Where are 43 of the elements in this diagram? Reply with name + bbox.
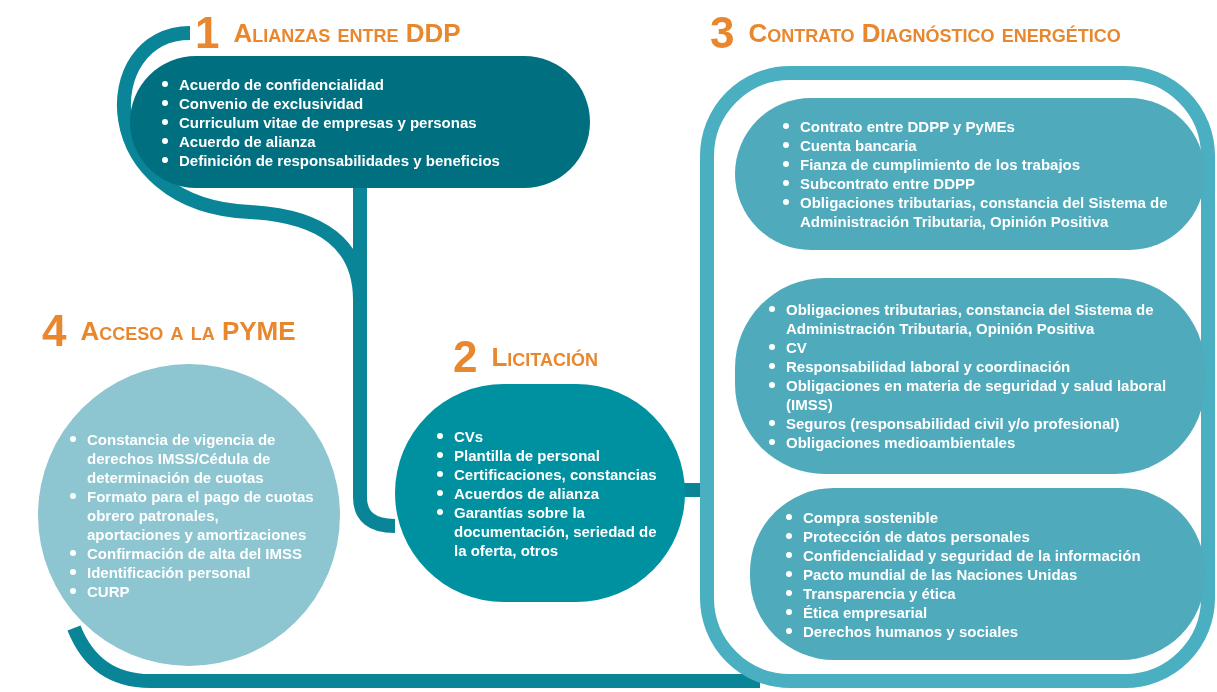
bullet-item: Responsabilidad laboral y coordinación bbox=[786, 357, 1071, 376]
bullet-item: Obligaciones tributarias, constancia del Sistema de Administración Tributaria, Opinión Positiva bbox=[800, 193, 1169, 231]
bullet-item: Contrato entre DDPP y PyMEs bbox=[800, 117, 1015, 136]
bullet-item: Constancia de vigencia de derechos IMSS/Cédula de determinación de cuotas bbox=[87, 429, 277, 487]
bullet-item: Convenio de exclusividad bbox=[179, 93, 364, 113]
road-connector bbox=[353, 188, 396, 533]
bullet-item: Confirmación de alta del IMSS bbox=[87, 543, 303, 563]
bullet-item: Obligaciones en materia de seguridad y salud laboral (IMSS) bbox=[786, 376, 1168, 414]
bullet-item: Fianza de cumplimiento de los trabajos bbox=[800, 155, 1081, 174]
bullet-item: Seguros (responsabilidad civil y/o profesional) bbox=[786, 414, 1120, 433]
bullet-item: CV bbox=[786, 338, 807, 357]
bullet-item: Protección de datos personales bbox=[803, 526, 1030, 546]
bullet-item: Pacto mundial de las Naciones Unidas bbox=[803, 564, 1078, 584]
bullet-item: Obligaciones tributarias, constancia del Sistema de Administración Tributaria, Opinión Positiva bbox=[786, 300, 1155, 338]
step-title: Licitación bbox=[491, 341, 599, 372]
bullet-item: Plantilla de personal bbox=[454, 445, 600, 465]
bullet-item: Curriculum vitae de empresas y personas bbox=[179, 112, 477, 132]
bullet-item: Acuerdo de alianza bbox=[179, 131, 316, 151]
bullet-item: Acuerdo de confidencialidad bbox=[179, 74, 385, 94]
road-connector bbox=[67, 625, 760, 688]
step-title: Acceso a la PYME bbox=[80, 315, 296, 346]
step-number: 2 bbox=[453, 332, 478, 381]
step-title: Contrato Diagnóstico energético bbox=[748, 17, 1121, 48]
bullet-item: Transparencia y ética bbox=[803, 583, 956, 603]
bullet-item: Cuenta bancaria bbox=[800, 136, 917, 155]
bullet-item: CVs bbox=[454, 426, 484, 446]
step-title: Alianzas entre DDP bbox=[233, 17, 461, 48]
bullet-item: Subcontrato entre DDPP bbox=[800, 174, 976, 193]
step-number: 4 bbox=[42, 306, 67, 355]
bullet-item: CURP bbox=[87, 581, 130, 601]
bullet-item: Confidencialidad y seguridad de la información bbox=[803, 545, 1141, 565]
bullet-item: Acuerdos de alianza bbox=[454, 483, 600, 503]
step-number: 1 bbox=[195, 8, 220, 57]
bullet-item: Derechos humanos y sociales bbox=[803, 621, 1019, 641]
bullet-item: Formato para el pago de cuotas obrero patronales, aportaciones y amortizaciones bbox=[87, 486, 314, 544]
bullet-item: Obligaciones medioambientales bbox=[786, 433, 1016, 452]
step-number: 3 bbox=[710, 8, 735, 57]
bullet-item: Compra sostenible bbox=[803, 507, 939, 527]
bullet-item: Identificación personal bbox=[87, 562, 251, 582]
bullet-item: Ética empresarial bbox=[803, 602, 928, 622]
bullet-item: Certificaciones, constancias bbox=[454, 464, 657, 484]
bullet-item: Definición de responsabilidades y beneficios bbox=[179, 150, 500, 170]
bullet-item: Garantías sobre la documentación, seriedad de la oferta, otros bbox=[454, 502, 658, 560]
